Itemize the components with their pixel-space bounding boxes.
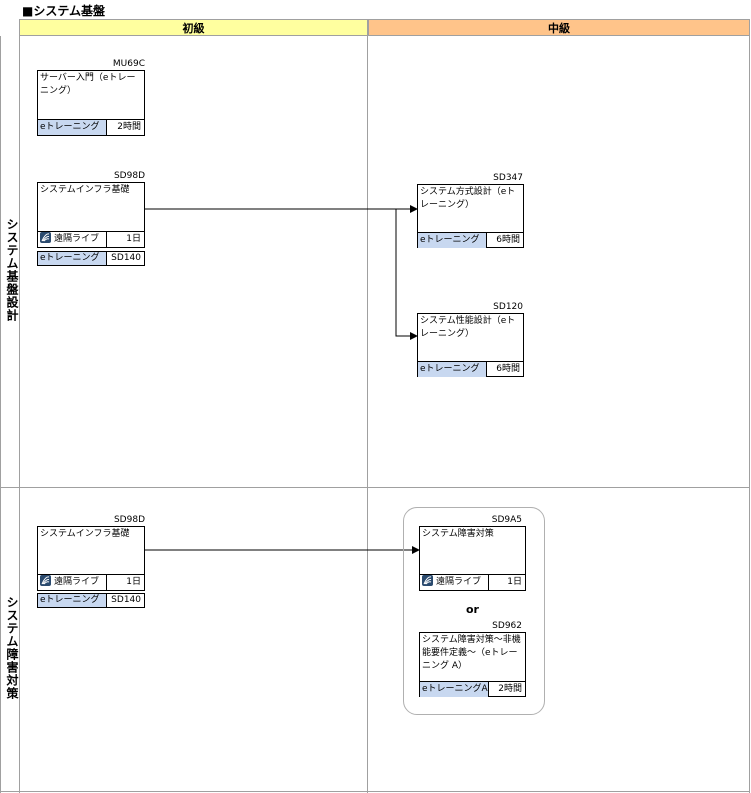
course-code: SD120 xyxy=(493,302,523,312)
delivery-mode: 遠隔ライブ xyxy=(54,577,100,587)
duration: 2時間 xyxy=(117,122,141,132)
course-card-mu69c[interactable]: サーバー入門（eトレーニング） eトレーニング 2時間 xyxy=(37,70,145,136)
grid-left-border xyxy=(0,36,1,793)
row-label-failure: システム障害対策 xyxy=(5,596,19,700)
course-code: MU69C xyxy=(112,59,145,69)
alt-course-code: SD140 xyxy=(111,595,141,605)
column-header-intermediate: 中級 xyxy=(368,19,750,36)
alt-delivery-mode: eトレーニング xyxy=(38,252,107,265)
delivery-mode: eトレーニング xyxy=(418,233,487,248)
grid-right-border xyxy=(749,36,750,793)
course-code: SD98D xyxy=(113,171,145,181)
delivery-mode-cell: 遠隔ライブ xyxy=(420,575,489,590)
alt-course-row[interactable]: eトレーニング SD140 xyxy=(37,593,145,608)
course-code: SD962 xyxy=(492,621,522,631)
duration: 1日 xyxy=(507,577,522,587)
course-code: SD347 xyxy=(493,173,523,183)
delivery-mode: 遠隔ライブ xyxy=(436,577,482,587)
course-title: システム障害対策 xyxy=(422,529,494,539)
duration: 1日 xyxy=(126,234,141,244)
column-header-beginner: 初級 xyxy=(19,19,368,36)
course-card-sd962[interactable]: システム障害対策～非機能要件定義～（eトレーニング A） eトレーニングA 2時… xyxy=(419,632,526,697)
grid-column-divider xyxy=(367,36,368,793)
course-title: システム障害対策～非機能要件定義～（eトレーニング A） xyxy=(422,635,521,671)
course-title: サーバー入門（eトレーニング） xyxy=(40,73,136,96)
or-label: or xyxy=(466,603,479,616)
arrow-sd98d-to-sd120 xyxy=(395,209,418,340)
remote-live-icon xyxy=(40,575,51,586)
alt-delivery-mode: eトレーニング xyxy=(38,594,107,607)
delivery-mode: eトレーニング xyxy=(418,362,487,377)
delivery-mode: 遠隔ライブ xyxy=(54,234,100,244)
grid-bottom-border xyxy=(0,791,750,792)
course-title: システム性能設計（eトレーニング） xyxy=(420,316,516,339)
delivery-mode-cell: 遠隔ライブ xyxy=(38,575,107,590)
alternative-group-frame xyxy=(403,507,545,715)
delivery-mode-cell: 遠隔ライブ xyxy=(38,232,107,247)
duration: 2時間 xyxy=(498,684,522,694)
duration: 6時間 xyxy=(496,235,520,245)
remote-live-icon xyxy=(40,232,51,243)
course-card-sd98d[interactable]: システムインフラ基礎 遠隔ライブ 1日 xyxy=(37,526,145,591)
course-title: システムインフラ基礎 xyxy=(40,529,130,539)
course-card-sd120[interactable]: システム性能設計（eトレーニング） eトレーニング 6時間 xyxy=(417,313,524,377)
course-code: SD9A5 xyxy=(491,515,522,525)
duration: 1日 xyxy=(126,577,141,587)
duration: 6時間 xyxy=(496,364,520,374)
course-title: システムインフラ基礎 xyxy=(40,185,130,195)
grid-label-divider xyxy=(19,36,20,793)
alt-course-code: SD140 xyxy=(111,253,141,263)
delivery-mode: eトレーニング xyxy=(38,120,107,135)
course-title: システム方式設計（eトレーニング） xyxy=(420,187,516,210)
row-label-design: システム基盤設計 xyxy=(5,218,19,322)
grid-row-divider xyxy=(0,487,750,488)
remote-live-icon xyxy=(422,575,433,586)
page-title: ■システム基盤 xyxy=(22,4,105,18)
course-code: SD98D xyxy=(113,515,145,525)
course-card-sd98d[interactable]: システムインフラ基礎 遠隔ライブ 1日 xyxy=(37,182,145,248)
alt-course-row[interactable]: eトレーニング SD140 xyxy=(37,251,145,266)
course-card-sd347[interactable]: システム方式設計（eトレーニング） eトレーニング 6時間 xyxy=(417,184,524,248)
course-card-sd9a5[interactable]: システム障害対策 遠隔ライブ 1日 xyxy=(419,526,526,591)
delivery-mode: eトレーニングA xyxy=(420,682,489,697)
